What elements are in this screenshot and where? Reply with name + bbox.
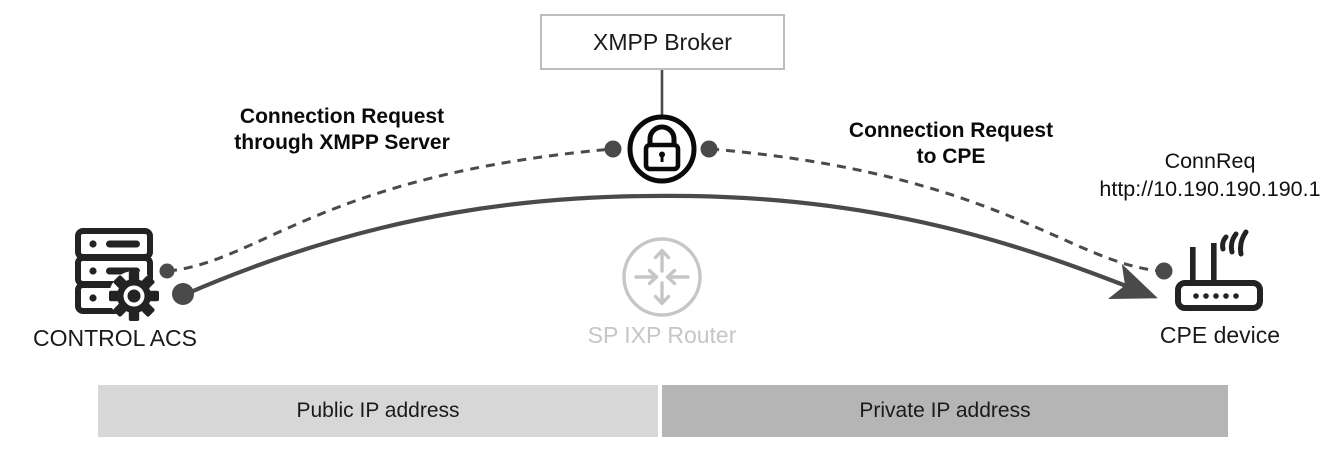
dashed-endpoint-dot-cpe bbox=[1155, 262, 1173, 280]
band-private-ip: Private IP address bbox=[662, 385, 1228, 437]
flow-label-cpe-line2: to CPE bbox=[916, 145, 986, 169]
node-label-router: SP IXP Router bbox=[587, 322, 737, 348]
dashed-endpoint-dot-lock-right bbox=[700, 140, 718, 158]
xmpp-broker-box: XMPP Broker bbox=[540, 14, 785, 70]
xmpp-broker-label: XMPP Broker bbox=[593, 28, 732, 55]
band-private-ip-label: Private IP address bbox=[859, 399, 1031, 422]
node-label-acs: CONTROL ACS bbox=[32, 325, 197, 351]
dashed-connection-left bbox=[167, 147, 613, 273]
lock-icon bbox=[627, 114, 697, 184]
server-gear-icon bbox=[75, 228, 159, 321]
flow-label-xmpp: Connection Request through XMPP Server bbox=[216, 104, 468, 157]
dashed-endpoint-dot-lock-left bbox=[604, 140, 622, 158]
flow-label-cpe-line1: Connection Request bbox=[848, 119, 1054, 142]
flow-label-xmpp-line2: through XMPP Server bbox=[234, 131, 450, 155]
connreq-annotation: ConnReq http://10.190.190.190.1 bbox=[1078, 148, 1342, 204]
node-label-cpe: CPE device bbox=[1159, 322, 1281, 348]
dashed-connection-right bbox=[709, 147, 1163, 273]
wifi-router-icon bbox=[1175, 229, 1263, 311]
band-public-ip: Public IP address bbox=[98, 385, 658, 437]
router-arrows-icon bbox=[622, 237, 702, 317]
flow-label-cpe: Connection Request to CPE bbox=[828, 118, 1074, 171]
solid-connection-arc bbox=[183, 193, 1158, 300]
connreq-line1: ConnReq bbox=[1164, 149, 1256, 173]
dashed-endpoint-dot-acs bbox=[159, 263, 175, 279]
solid-endpoint-dot-acs bbox=[172, 283, 194, 305]
band-public-ip-label: Public IP address bbox=[296, 399, 460, 422]
flow-label-xmpp-line1: Connection Request bbox=[239, 105, 445, 128]
connreq-line2: http://10.190.190.190.1 bbox=[1099, 176, 1321, 201]
